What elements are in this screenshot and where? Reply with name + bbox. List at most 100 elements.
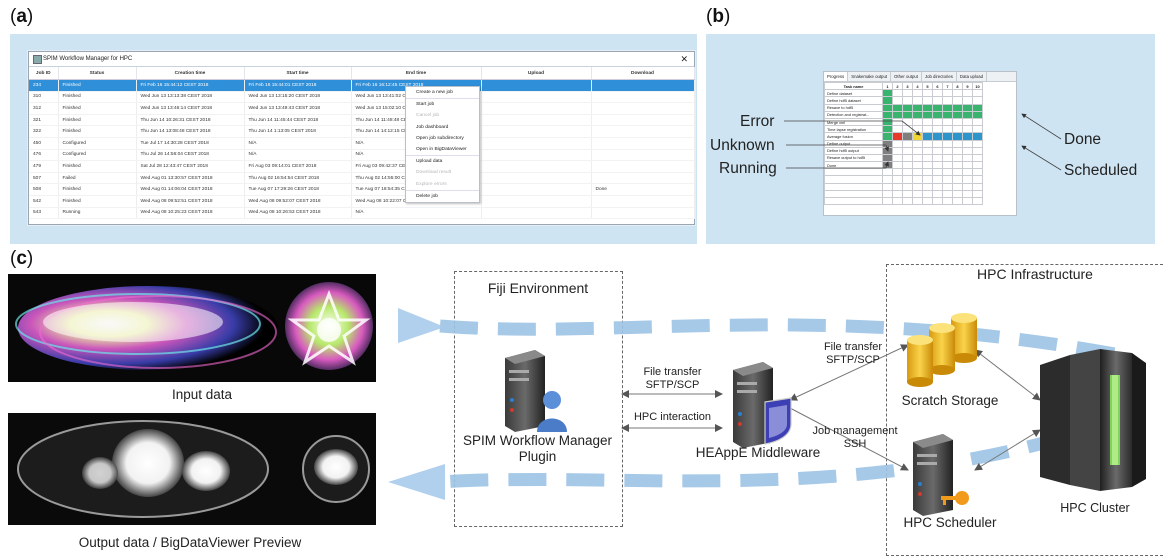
- job-cell-status: Configured: [58, 149, 137, 162]
- context-menu-item[interactable]: Upload data: [416, 159, 443, 165]
- job-cell-id: 476: [29, 149, 59, 162]
- column-header[interactable]: Job ID: [29, 67, 59, 80]
- scheduled-arrow: [1021, 145, 1062, 171]
- dashboard-tab[interactable]: Job directories: [922, 72, 957, 81]
- job-cell-status: Finished: [58, 102, 137, 115]
- job-cell-download: [591, 160, 695, 173]
- job-cell-created: Sat Jul 28 12:43:47 CEST 2018: [136, 160, 245, 173]
- context-menu-item[interactable]: Job dashboard: [416, 124, 449, 130]
- scheduler-label: HPC Scheduler: [903, 515, 997, 530]
- job-cell-download: [591, 114, 695, 127]
- scheduler-server-icon: [913, 434, 969, 516]
- column-header[interactable]: End time: [351, 67, 482, 80]
- task-row: Detection and registrat...: [824, 110, 983, 119]
- job-cell-id: 234: [29, 79, 59, 92]
- job-cell-download: [591, 137, 695, 150]
- context-menu-item[interactable]: Open job subdirectory: [416, 135, 464, 141]
- job-cell-download: [591, 172, 695, 185]
- job-cell-created: Fri Feb 16 15:44:12 CEST 2018: [136, 79, 245, 92]
- job-cell-id: 312: [29, 102, 59, 115]
- job-cell-upload: [481, 160, 592, 173]
- job-cell-created: Tue Jul 17 14:30:28 CEST 2018: [136, 137, 245, 150]
- input-data-caption: Input data: [171, 387, 233, 402]
- job-cell-status: Finished: [58, 160, 137, 173]
- fiji-environment-title: Fiji Environment: [487, 280, 589, 296]
- job-cell-upload: [481, 207, 592, 220]
- job-cell-id: 508: [29, 183, 59, 196]
- job-cell-id: 310: [29, 91, 59, 104]
- annotation-arrows: [784, 113, 1062, 171]
- file-transfer-label: File transfer SFTP/SCP: [643, 366, 702, 391]
- job-cell-end: N/A: [351, 207, 482, 220]
- job-cell-status: Failed: [58, 172, 137, 185]
- window-titlebar: SPIM Workflow Manager for HPC ✕: [29, 52, 694, 67]
- close-icon[interactable]: ✕: [680, 54, 688, 64]
- hpc-interaction-label: HPC interaction: [633, 411, 712, 423]
- app-icon: [33, 55, 42, 64]
- input-arrowhead: [398, 308, 445, 343]
- empty-row: [824, 196, 983, 206]
- annotation-done: Done: [1064, 131, 1102, 148]
- column-header[interactable]: Download: [591, 67, 695, 80]
- annotation-running: Running: [719, 160, 777, 177]
- task-row: Resave to hdf5: [824, 103, 983, 112]
- column-header[interactable]: Creation time: [136, 67, 245, 80]
- job-cell-status: Configured: [58, 137, 137, 150]
- column-header[interactable]: Status: [58, 67, 137, 80]
- dashboard-tab[interactable]: Other output: [891, 72, 922, 81]
- context-menu-item: Download result: [416, 170, 452, 176]
- context-menu-item[interactable]: Start job: [416, 102, 435, 108]
- job-cell-upload: [481, 149, 592, 162]
- column-header[interactable]: Upload: [481, 67, 592, 80]
- dashboard-tab[interactable]: Snakemake output: [848, 72, 892, 81]
- dashboard-tab[interactable]: Data upload: [957, 72, 988, 81]
- job-cell-id: 507: [29, 172, 59, 185]
- scratch-storage-icon: [907, 313, 977, 387]
- job-cell-created: Wed Jun 13 13:46:14 CEST 2018: [136, 102, 245, 115]
- job-cell-id: 479: [29, 160, 59, 173]
- job-cell-upload: [481, 114, 592, 127]
- job-cell-start: Thu Jun 14 1:13:05 CEST 2018: [244, 125, 352, 138]
- input-data-image: [8, 274, 376, 382]
- job-cell-download: Done: [591, 183, 695, 196]
- context-menu-item[interactable]: Open in BigDataViewer: [406, 144, 479, 157]
- job-cell-status: Running: [58, 207, 137, 220]
- job-cell-start: N/A: [244, 137, 352, 150]
- window-title: SPIM Workflow Manager for HPC: [43, 56, 133, 62]
- context-menu-item[interactable]: Create a new job: [406, 87, 479, 100]
- job-cell-created: Thu Jun 14 10:26:31 CEST 2018: [136, 114, 245, 127]
- job-cell-start: Wed Jun 13 13:15:20 CEST 2018: [244, 91, 352, 104]
- hpc-cluster-label: HPC Cluster: [1060, 501, 1130, 515]
- context-menu-item: Cancel job: [416, 113, 440, 119]
- job-cell-upload: [481, 79, 592, 92]
- dashboard-tab[interactable]: Progress: [824, 72, 849, 81]
- panel-label-b: (b): [706, 6, 731, 27]
- file-transfer-right-label: File transfer SFTP/SCP: [823, 341, 883, 366]
- job-cell-start: Wed Aug 08 09:52:07 CEST 2018: [244, 195, 352, 208]
- job-cell-id: 322: [29, 125, 59, 138]
- column-header[interactable]: Start time: [244, 67, 352, 80]
- job-cell-start: Wed Jun 13 13:49:43 CEST 2018: [244, 102, 352, 115]
- job-cell-start: Fri Aug 03 09:14:01 CEST 2018: [244, 160, 352, 173]
- output-data-caption: Output data / BigDataViewer Preview: [78, 535, 302, 550]
- job-cell-upload: [481, 172, 592, 185]
- plugin-label: SPIM Workflow Manager Plugin: [462, 433, 613, 464]
- job-cell-download: [591, 207, 695, 220]
- user-icon: [543, 391, 561, 409]
- annotation-unknown: Unknown: [710, 137, 775, 154]
- job-cell-upload: [481, 91, 592, 104]
- annotation-scheduled: Scheduled: [1064, 162, 1138, 179]
- job-cell-upload: [481, 183, 592, 196]
- context-menu-item[interactable]: Delete job: [416, 193, 439, 199]
